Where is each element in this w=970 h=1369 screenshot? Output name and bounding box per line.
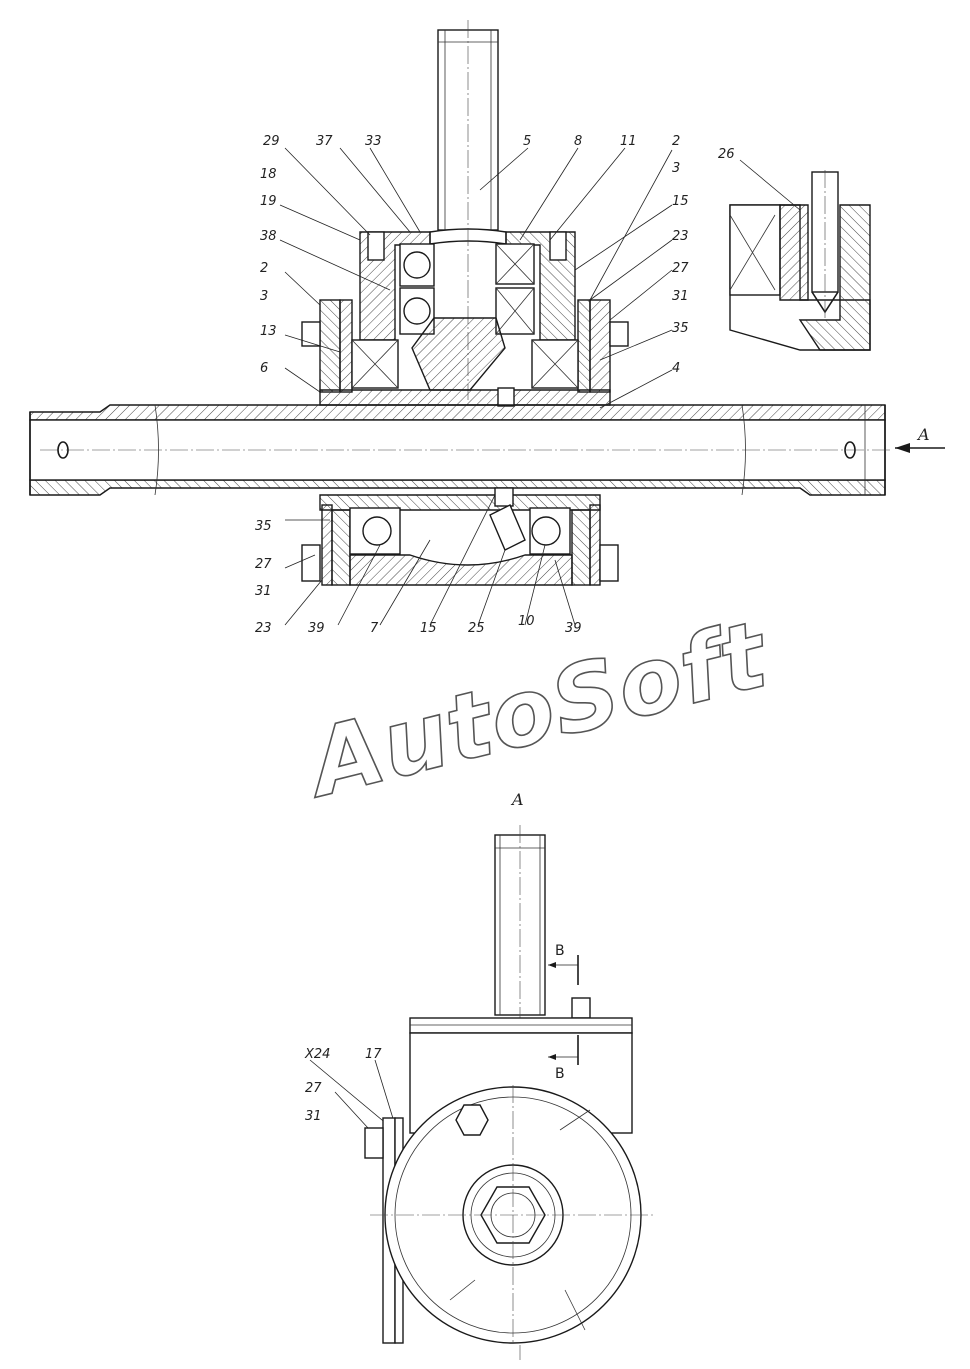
view-a: A B B (304, 790, 655, 1360)
side-flanges (301, 299, 629, 393)
watermark: AutoSoft (294, 601, 779, 819)
leader-lines (279, 147, 801, 1129)
label-13: 13 (260, 324, 277, 339)
label-31-right: 31 (672, 289, 689, 304)
label-26: 26 (718, 147, 735, 162)
input-shaft (429, 20, 507, 400)
part-labels: 29 37 33 5 8 11 2 3 18 19 15 38 23 2 3 2… (255, 134, 930, 636)
label-8: 8 (574, 134, 582, 149)
hub-upper (319, 389, 611, 406)
label-35-lower: 35 (255, 519, 272, 534)
label-7: 7 (370, 621, 379, 636)
label-3-upper: 3 (672, 161, 680, 176)
label-17: 17 (365, 1047, 382, 1062)
detail-view (729, 170, 871, 351)
label-2-upper: 2 (672, 134, 680, 149)
view-a-title: A (510, 790, 524, 809)
sectional-view: 29 37 33 5 8 11 2 3 18 19 15 38 23 2 3 2… (29, 20, 945, 1129)
section-b-bottom: B (555, 1066, 565, 1082)
label-31-view: 31 (305, 1109, 322, 1124)
label-x24: X24 (304, 1047, 330, 1062)
label-27-right: 27 (672, 261, 689, 276)
label-39-left: 39 (308, 621, 325, 636)
section-b-top: B (555, 943, 565, 959)
label-4: 4 (672, 361, 680, 376)
label-11: 11 (620, 134, 637, 149)
label-15-lower: 15 (420, 621, 437, 636)
label-3-left: 3 (260, 289, 268, 304)
label-35-upper: 35 (672, 321, 689, 336)
lower-hub (301, 487, 619, 586)
label-25: 25 (468, 621, 485, 636)
upper-bearing-housing (359, 231, 576, 391)
label-23-lower: 23 (255, 621, 272, 636)
label-39-right: 39 (565, 621, 582, 636)
label-19: 19 (260, 194, 277, 209)
label-23-upper: 23 (672, 229, 689, 244)
label-29: 29 (263, 134, 280, 149)
label-5: 5 (523, 134, 531, 149)
label-15-upper: 15 (672, 194, 689, 209)
label-18: 18 (260, 167, 277, 182)
label-10: 10 (518, 614, 535, 629)
arrow-a-label: A (916, 425, 930, 444)
label-2-left: 2 (260, 261, 268, 276)
label-6: 6 (260, 361, 268, 376)
view-arrow (895, 443, 945, 453)
label-37: 37 (316, 134, 333, 149)
label-33: 33 (365, 134, 382, 149)
label-27-view: 27 (305, 1081, 322, 1096)
tube-shaft (29, 404, 890, 496)
label-38: 38 (260, 229, 277, 244)
label-27-lower: 27 (255, 557, 272, 572)
label-31-lower: 31 (255, 584, 272, 599)
